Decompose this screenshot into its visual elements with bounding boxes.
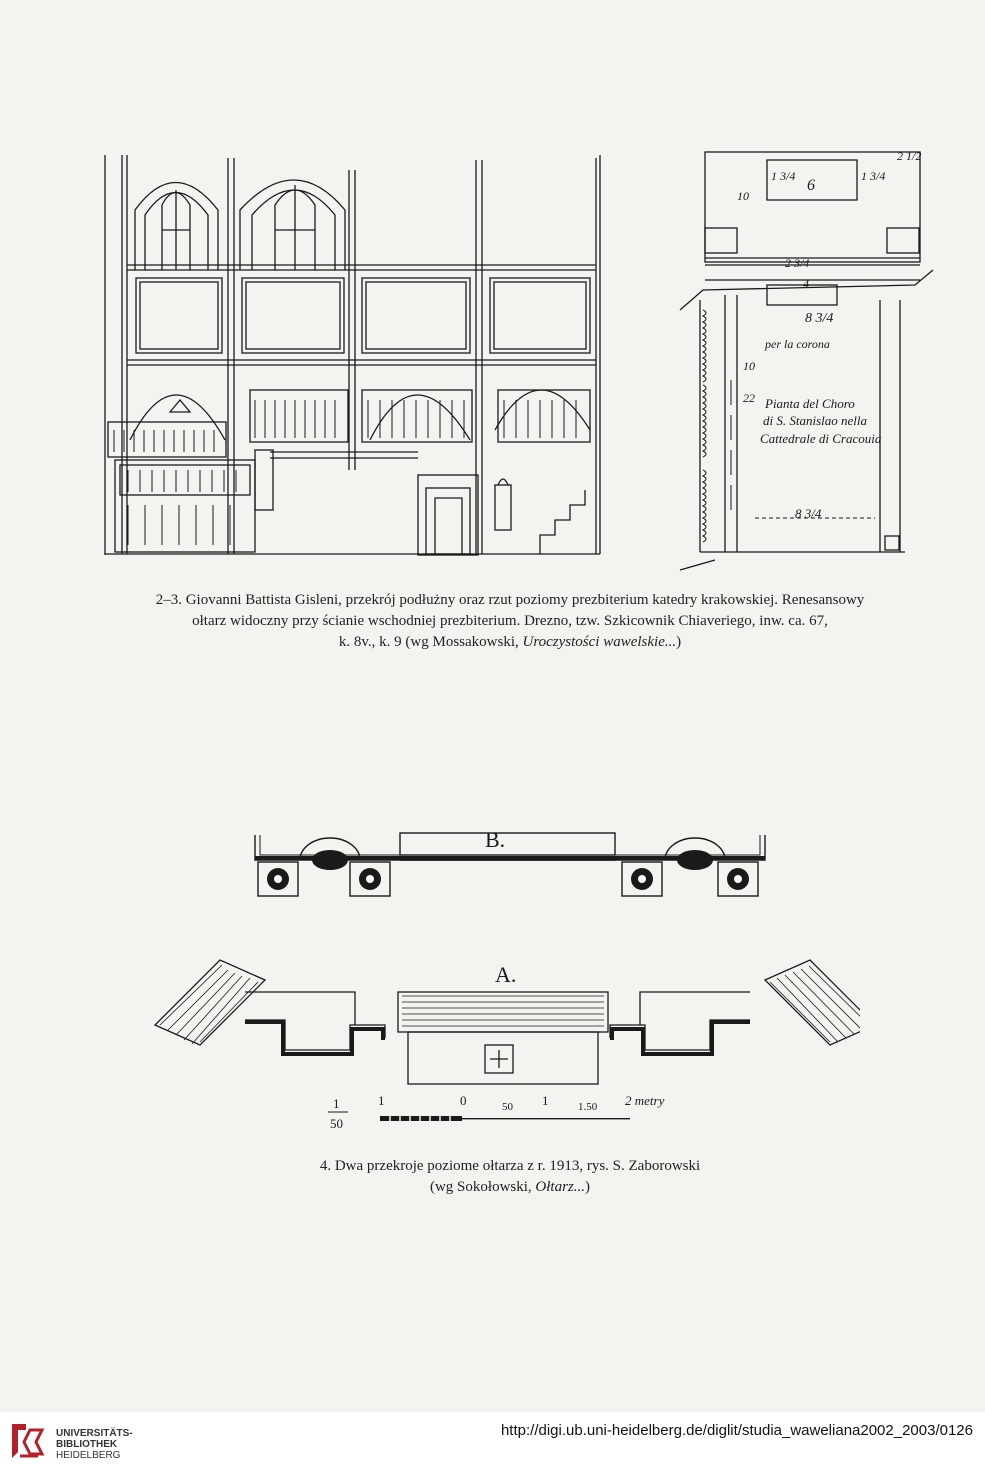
plan-side-10: 10 — [743, 359, 755, 373]
plan-title-line1: Pianta del Choro — [764, 396, 855, 411]
plan-dim-8-3-4: 8 3/4 — [805, 311, 833, 326]
scale-tick-label: 2 metry — [625, 1093, 665, 1108]
plan-title-line2: di S. Stanislao nella — [763, 413, 868, 428]
plan-per-corona: per la corona — [764, 337, 830, 351]
figure-2-3-caption: 2–3. Giovanni Battista Gisleni, przekrój… — [60, 590, 960, 653]
plan-mid-dim: 2 3/4 — [785, 256, 809, 270]
viewer-footer — [0, 1412, 985, 1480]
plan-right-frac: 1 3/4 — [861, 169, 885, 183]
plan-left-dim: 10 — [737, 189, 749, 203]
page-url-link[interactable]: http://digi.ub.uni-heidelberg.de/diglit/… — [500, 1422, 973, 1439]
scale-tick-label: 1 — [542, 1093, 549, 1108]
scale-ratio-denominator: 50 — [330, 1116, 343, 1131]
section-a-label: A. — [495, 962, 516, 987]
floor-plan-drawing: 1 3/4 2 1/2 10 6 1 3/4 2 3/4 4 8 3/4 per… — [679, 149, 934, 571]
plan-side-22: 22 — [743, 391, 755, 405]
figure-4-caption: 4. Dwa przekroje poziome ołtarza z r. 19… — [160, 1156, 860, 1198]
scale-tick-label: 1.50 — [578, 1101, 598, 1113]
altar-sections-drawing: B. A. 1 50 1 0 50 1 1.50 2 metry — [153, 827, 860, 1131]
caption-line: 4. Dwa przekroje poziome ołtarza z r. 19… — [319, 1158, 701, 1174]
caption-line: ołtarz widoczny przy ścianie wschodniej … — [192, 613, 828, 629]
plan-top-dim: 1 3/4 — [771, 169, 795, 183]
section-b-label: B. — [485, 827, 505, 852]
scale-ratio-numerator: 1 — [333, 1096, 340, 1111]
plan-center: 6 — [807, 177, 815, 194]
scale-tick-label: 50 — [502, 1101, 514, 1113]
plan-bottom-dim: 8 3/4 — [795, 506, 822, 521]
caption-line: k. 8v., k. 9 (wg Mossakowski, Uroczystoś… — [338, 634, 682, 650]
plan-upper-4: 4 — [803, 277, 809, 291]
plan-top-fraction: 2 1/2 — [897, 149, 921, 163]
library-logo-icon — [12, 1424, 45, 1458]
library-name: UNIVERSITÄTS- BIBLIOTHEK HEIDELBERG — [56, 1428, 133, 1461]
longitudinal-section-drawing — [104, 155, 601, 556]
scanned-page — [0, 0, 985, 1412]
plan-title-line3: Cattedrale di Cracouia — [760, 431, 882, 446]
caption-line: 2–3. Giovanni Battista Gisleni, przekrój… — [155, 592, 865, 608]
caption-line: (wg Sokołowski, Ołtarz...) — [429, 1179, 591, 1195]
scale-tick-label: 1 — [378, 1093, 385, 1108]
scale-tick-label: 0 — [460, 1093, 467, 1108]
